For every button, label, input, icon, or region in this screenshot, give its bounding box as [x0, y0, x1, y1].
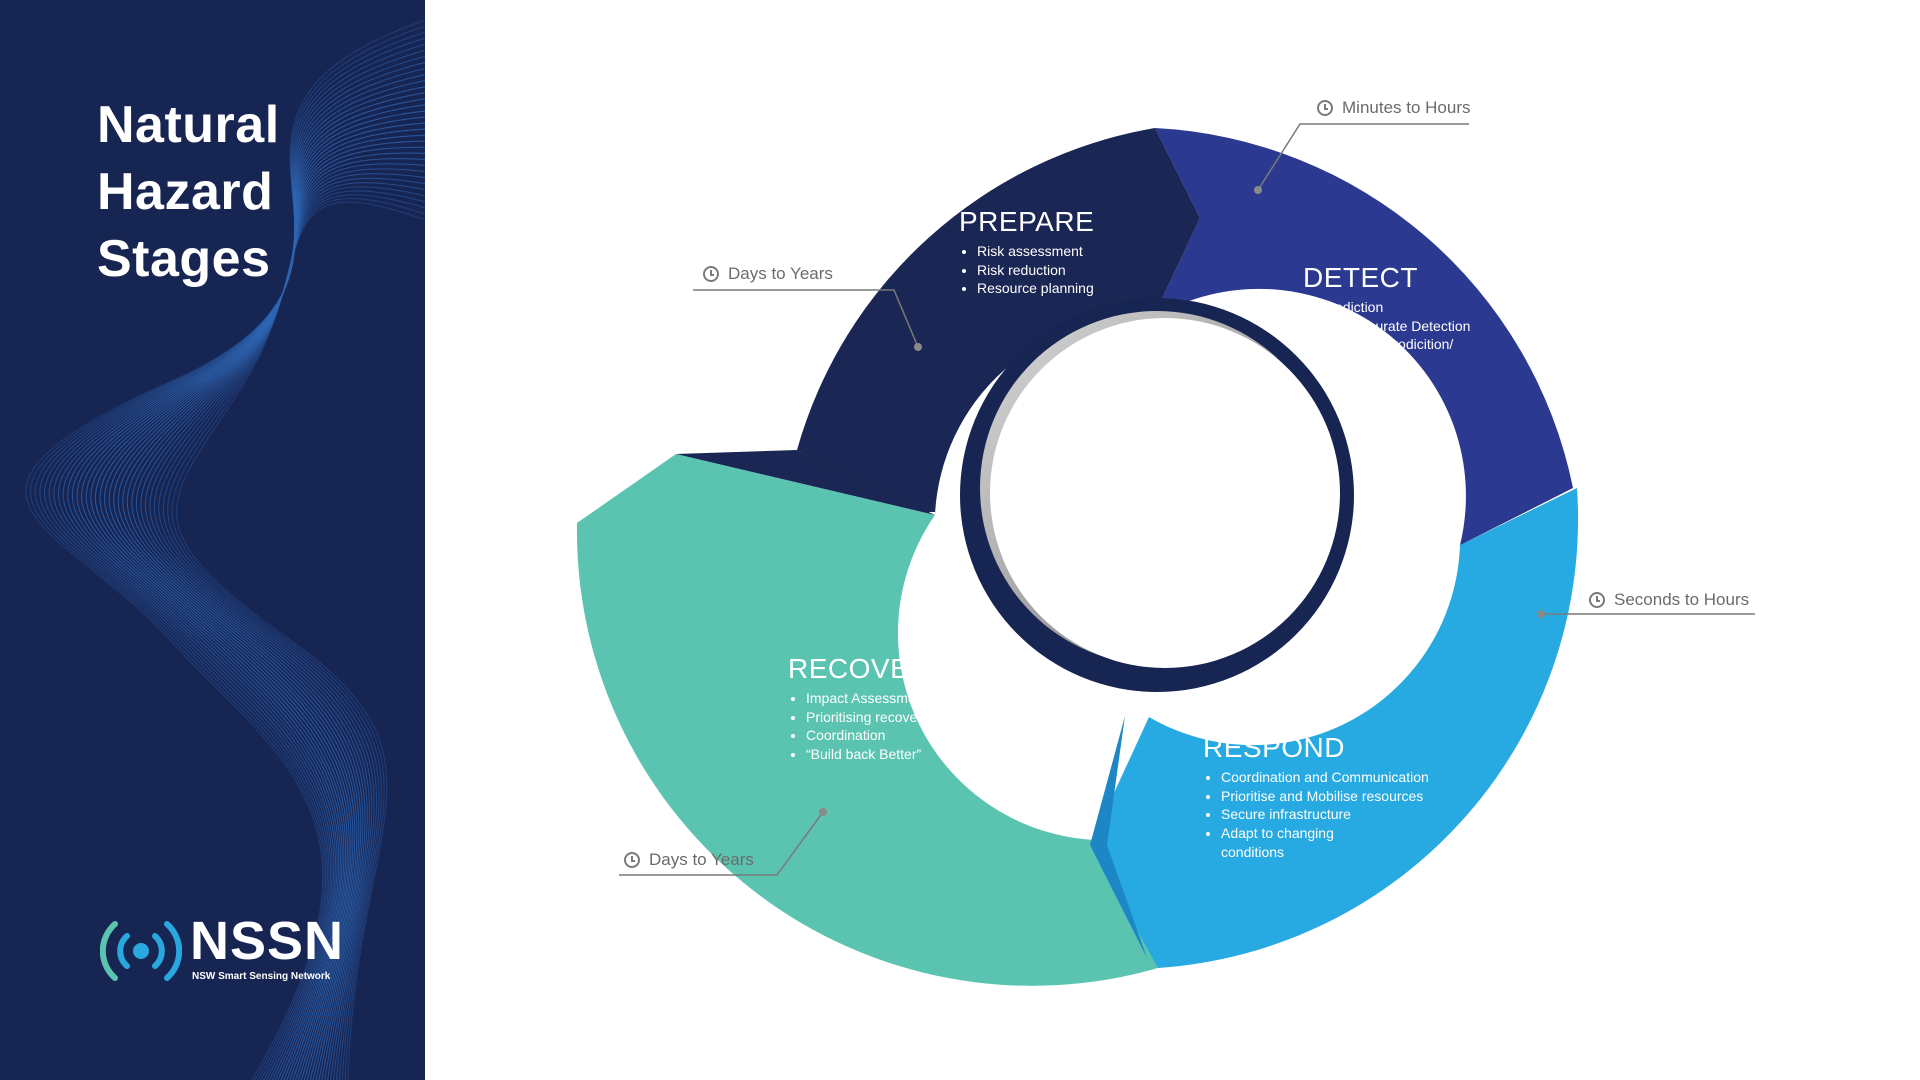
wave-line — [176, 201, 425, 1080]
page-title-line: Stages — [97, 230, 271, 288]
wave-line — [140, 168, 425, 1080]
list-item: Coordination — [806, 726, 1028, 745]
leader-line-detect — [1257, 123, 1469, 191]
leader-dot-respond — [1537, 610, 1545, 618]
leader-dot-prepare — [914, 343, 922, 351]
prepare-to-recover-boundary — [676, 450, 935, 515]
wave-line — [162, 190, 425, 1080]
list-item: Secure infrastructure — [1221, 805, 1463, 824]
duration-text: Seconds to Hours — [1614, 590, 1750, 609]
wave-line — [167, 194, 425, 1080]
signal-broadcast-icon — [100, 921, 182, 981]
decorative-wave-lines — [25, 19, 425, 1080]
page-title-line: Hazard — [97, 163, 274, 221]
wave-line — [53, 55, 425, 1080]
duration-label-detect: Minutes to Hours — [1317, 98, 1471, 118]
stage-detect: DETECT Prediction Fast/Accurate Detectio… — [1303, 262, 1513, 373]
duration-label-prepare: Days to Years — [703, 264, 833, 284]
wave-line — [57, 61, 425, 1080]
hazard-cycle-diagram — [576, 123, 1755, 986]
duration-text: Days to Years — [728, 264, 833, 283]
wave-line — [48, 49, 425, 1080]
wave-line — [122, 146, 425, 1080]
wave-line — [149, 177, 425, 1080]
respond-segment — [1090, 488, 1579, 968]
wave-line — [113, 134, 425, 1080]
logo-name: NSSN — [190, 911, 345, 971]
leader-line-recover — [619, 811, 824, 876]
wave-line — [145, 173, 425, 1080]
wave-line — [117, 140, 425, 1080]
respond-segment-shadow — [1090, 716, 1147, 958]
wave-line — [108, 128, 425, 1080]
wave-line — [131, 158, 425, 1080]
stage-title: RESPOND — [1203, 732, 1345, 763]
wave-line — [76, 86, 425, 1080]
wave-line — [34, 31, 425, 1080]
logo-subtitle: NSW Smart Sensing Network — [192, 971, 331, 982]
stage-recover: RECOVER Impact Assessment Prioritising r… — [788, 653, 1028, 764]
wave-line — [25, 19, 425, 1080]
duration-text: Minutes to Hours — [1342, 98, 1471, 117]
detect-segment-shadow — [1460, 488, 1573, 545]
wave-line — [39, 37, 425, 1080]
wave-line — [158, 186, 425, 1080]
stage-prepare: PREPARE Risk assessment Risk reduction R… — [959, 206, 1094, 298]
page-title: Natural Hazard Stages — [97, 92, 280, 293]
wave-line — [90, 104, 425, 1080]
stage-title: RECOVER — [788, 653, 930, 684]
wave-line — [153, 182, 425, 1080]
list-item: Localised Prodicition/ detection — [1321, 335, 1471, 372]
wave-line — [85, 98, 425, 1080]
list-item: Prediction — [1321, 298, 1513, 317]
list-item: Prioritising recovery efforts — [806, 708, 1028, 727]
list-item: Risk reduction — [977, 261, 1094, 280]
sidebar: Natural Hazard Stages NSSN NSW Smart Sen… — [0, 0, 425, 1080]
clock-icon — [703, 266, 719, 282]
leader-dot-detect — [1254, 186, 1262, 194]
wave-line — [136, 163, 425, 1080]
list-item: Prioritise and Mobilise resources — [1221, 787, 1463, 806]
list-item: Impact Assessment — [806, 689, 1028, 708]
page-title-line: Natural — [97, 96, 280, 154]
wave-line — [43, 43, 425, 1080]
stage-item-list: Risk assessment Risk reduction Resource … — [959, 242, 1094, 298]
wave-line — [67, 74, 425, 1080]
duration-text: Days to Years — [649, 850, 754, 869]
wave-line — [71, 80, 425, 1080]
list-item: “Build back Better” — [806, 745, 1028, 764]
wave-line — [94, 110, 425, 1080]
detect-segment — [1153, 128, 1573, 545]
list-item: Resource planning — [977, 279, 1094, 298]
leader-line-prepare — [693, 289, 919, 348]
wave-line — [104, 122, 425, 1080]
clock-icon — [1317, 100, 1333, 116]
wave-line — [171, 197, 425, 1080]
stage-title: PREPARE — [959, 206, 1095, 237]
nssn-logo: NSSN NSW Smart Sensing Network — [100, 908, 360, 998]
list-item: Fast/Accurate Detection — [1321, 317, 1513, 336]
clock-icon — [624, 852, 640, 868]
duration-label-respond: Seconds to Hours — [1589, 590, 1749, 610]
leader-dot-recover — [819, 808, 827, 816]
wave-line — [126, 152, 425, 1080]
list-item: Adapt to changing conditions — [1221, 824, 1371, 861]
wave-line — [62, 67, 425, 1080]
stage-item-list: Coordination and Communication Prioritis… — [1203, 768, 1463, 862]
stage-respond: RESPOND Coordination and Communication P… — [1203, 732, 1463, 862]
stage-item-list: Prediction Fast/Accurate Detection Local… — [1303, 298, 1513, 373]
recover-segment — [576, 454, 1158, 986]
duration-label-recover: Days to Years — [624, 850, 754, 870]
list-item: Coordination and Communication — [1221, 768, 1463, 787]
wave-line — [30, 25, 425, 1080]
stage-item-list: Impact Assessment Prioritising recovery … — [788, 689, 1028, 764]
list-item: Risk assessment — [977, 242, 1094, 261]
clock-icon — [1589, 592, 1605, 608]
stage-title: DETECT — [1303, 262, 1418, 293]
main-diagram-area: PREPARE Risk assessment Risk reduction R… — [425, 0, 1920, 1080]
prepare-segment — [797, 128, 1200, 515]
inner-white-core — [990, 318, 1340, 668]
wave-line — [99, 116, 425, 1080]
wave-line — [81, 92, 425, 1080]
